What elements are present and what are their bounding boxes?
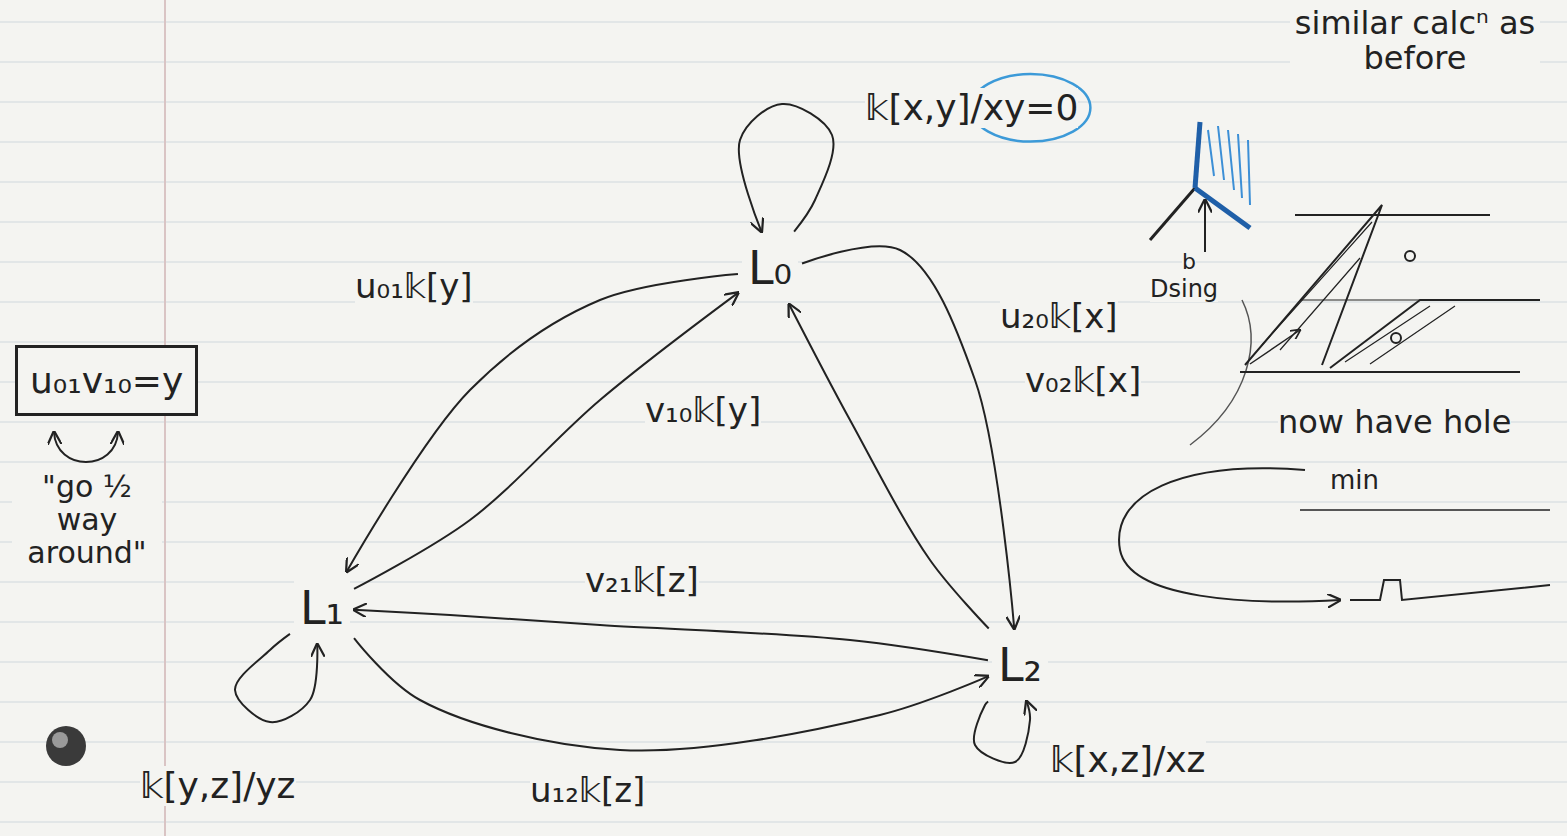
ruled-line [0,701,1567,702]
ruled-line [0,741,1567,742]
connector [974,701,1030,762]
note-text: b [1182,250,1196,274]
note-text: similar calcⁿ as before [1290,6,1540,76]
edge-label: u₁₂𝕜[z] [530,772,645,809]
point-circle [1405,251,1415,261]
sketch-line [1300,299,1420,300]
connector [354,610,988,661]
edge-label: v₁₀𝕜[y] [645,392,761,429]
punch-hole [46,726,86,766]
plane-hatching [1345,306,1455,364]
node-text: L₁ [300,582,344,635]
blue-branch [1195,122,1200,188]
sketch-line [1240,371,1520,373]
sketch-line [1295,214,1490,216]
pointer-arrow [1204,200,1206,252]
edge-label: 𝕜[x,z]/xz [1050,740,1206,780]
ruled-line [0,501,1567,502]
note-text: now have hole [1278,405,1511,440]
ruled-line [0,141,1567,142]
slanted-plane [1245,205,1382,365]
ruled-line [0,461,1567,462]
ruled-line [0,181,1567,182]
ruled-line [0,301,1567,302]
ruled-line [0,821,1567,822]
singular-sketch [1150,122,1251,445]
node-text: L₀ [748,242,792,295]
sketch-line [1300,509,1550,511]
edge-label: u₀₁𝕜[y] [355,268,473,305]
boxed-equation: u₀₁v₁₀=y [15,345,198,416]
edge-label: v₀₂𝕜[x] [1025,362,1141,399]
ruled-line [0,541,1567,542]
connector [802,246,1014,628]
margin-line [164,0,166,836]
edge-label: u₂₀𝕜[x] [1000,298,1118,335]
edge-label: v₂₁𝕜[z] [585,562,699,599]
note-text: min [1330,466,1379,495]
ruled-lines [0,22,1567,822]
object-label: L₁ [294,576,350,641]
ruled-line [0,621,1567,622]
note-text: Dsing [1150,276,1218,302]
blue-hatching [1208,126,1250,205]
sketch-line [1350,580,1550,600]
ruled-line [0,341,1567,342]
object-label: L₂ [992,633,1048,698]
object-label: L₀ [742,236,798,301]
slanted-plane [1330,300,1540,368]
sketch-curve [1119,468,1340,601]
ruled-line [0,101,1567,102]
connector [789,304,989,628]
edge-label: 𝕜[y,z]/yz [140,766,296,806]
node-text: L₂ [998,639,1042,692]
connector-group [235,104,1030,763]
planes-sketch [1240,205,1540,372]
point-circle [1391,333,1401,343]
plane-hatching [1262,222,1372,350]
ruled-line [0,661,1567,662]
sketch-arrow [1250,330,1300,364]
connector [354,638,988,750]
ruled-line [0,381,1567,382]
leader-arrow [54,432,118,462]
sketch-line [1150,188,1195,240]
edge-label: 𝕜[x,y]/xy=0 [865,88,1078,128]
ruled-line [0,221,1567,222]
note-text: "go ½ way around" [12,470,162,569]
node-text: u₀₁v₁₀=y [30,360,183,401]
ruled-line [0,581,1567,582]
connector [354,293,738,589]
connector [739,104,834,232]
punch-hole-shine [52,732,68,748]
connector [235,634,317,722]
